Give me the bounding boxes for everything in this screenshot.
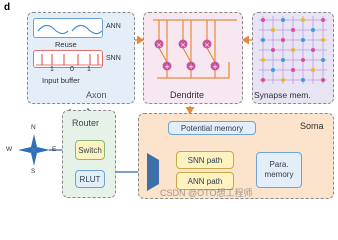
ann-path-block: ANN path xyxy=(176,172,234,190)
svg-text:+: + xyxy=(188,63,194,71)
dendrite-block xyxy=(143,12,243,104)
input-buffer-label: Input buffer xyxy=(42,76,80,85)
compass-west: W xyxy=(6,146,13,153)
add-node-icon: + + + xyxy=(162,61,220,71)
multiply-node-icon: × × × xyxy=(154,39,212,49)
synapse-title: Synapse mem. xyxy=(254,90,311,100)
svg-text:+: + xyxy=(212,63,218,71)
sine-wave-icon xyxy=(37,24,103,35)
compass-north: N xyxy=(31,124,36,131)
reuse-waves xyxy=(33,18,103,38)
para-memory-label-line2: memory xyxy=(264,170,294,179)
svg-text:+: + xyxy=(164,63,170,71)
compass-icon xyxy=(18,134,50,166)
spike-digit-3: 1 xyxy=(87,66,91,73)
spike-train-icon xyxy=(36,54,102,66)
spike-digit-1: 1 xyxy=(50,66,54,73)
panel-label: d xyxy=(4,2,11,13)
svg-text:×: × xyxy=(156,41,162,49)
svg-text:×: × xyxy=(180,41,186,49)
router-title: Router xyxy=(72,118,100,128)
axon-title: Axon xyxy=(86,90,107,100)
dendrite-title: Dendrite xyxy=(170,90,205,100)
compass-east: E xyxy=(52,146,57,153)
snn-spike-trains xyxy=(33,50,103,68)
potential-memory-block: Potential memory xyxy=(168,121,256,135)
switch-block: Switch xyxy=(75,140,105,160)
rlut-block: RLUT xyxy=(75,170,105,188)
para-memory-label-line1: Para. xyxy=(269,160,289,169)
reuse-label: Reuse xyxy=(55,40,77,49)
spike-digit-2: 0 xyxy=(70,66,74,73)
soma-title: Soma xyxy=(300,121,324,131)
snn-label: SNN xyxy=(106,55,121,62)
synapse-grid-icon xyxy=(259,16,327,84)
svg-text:×: × xyxy=(204,41,210,49)
compass-south: S xyxy=(31,168,36,175)
mux-icon xyxy=(147,153,159,191)
ann-label: ANN xyxy=(106,23,121,30)
para-memory-block: Para. memory xyxy=(256,152,302,188)
snn-path-block: SNN path xyxy=(176,151,234,169)
watermark-text: CSDN @OTO想工程师 xyxy=(160,188,253,198)
dendrite-circuit: × × × + + + xyxy=(153,19,237,79)
